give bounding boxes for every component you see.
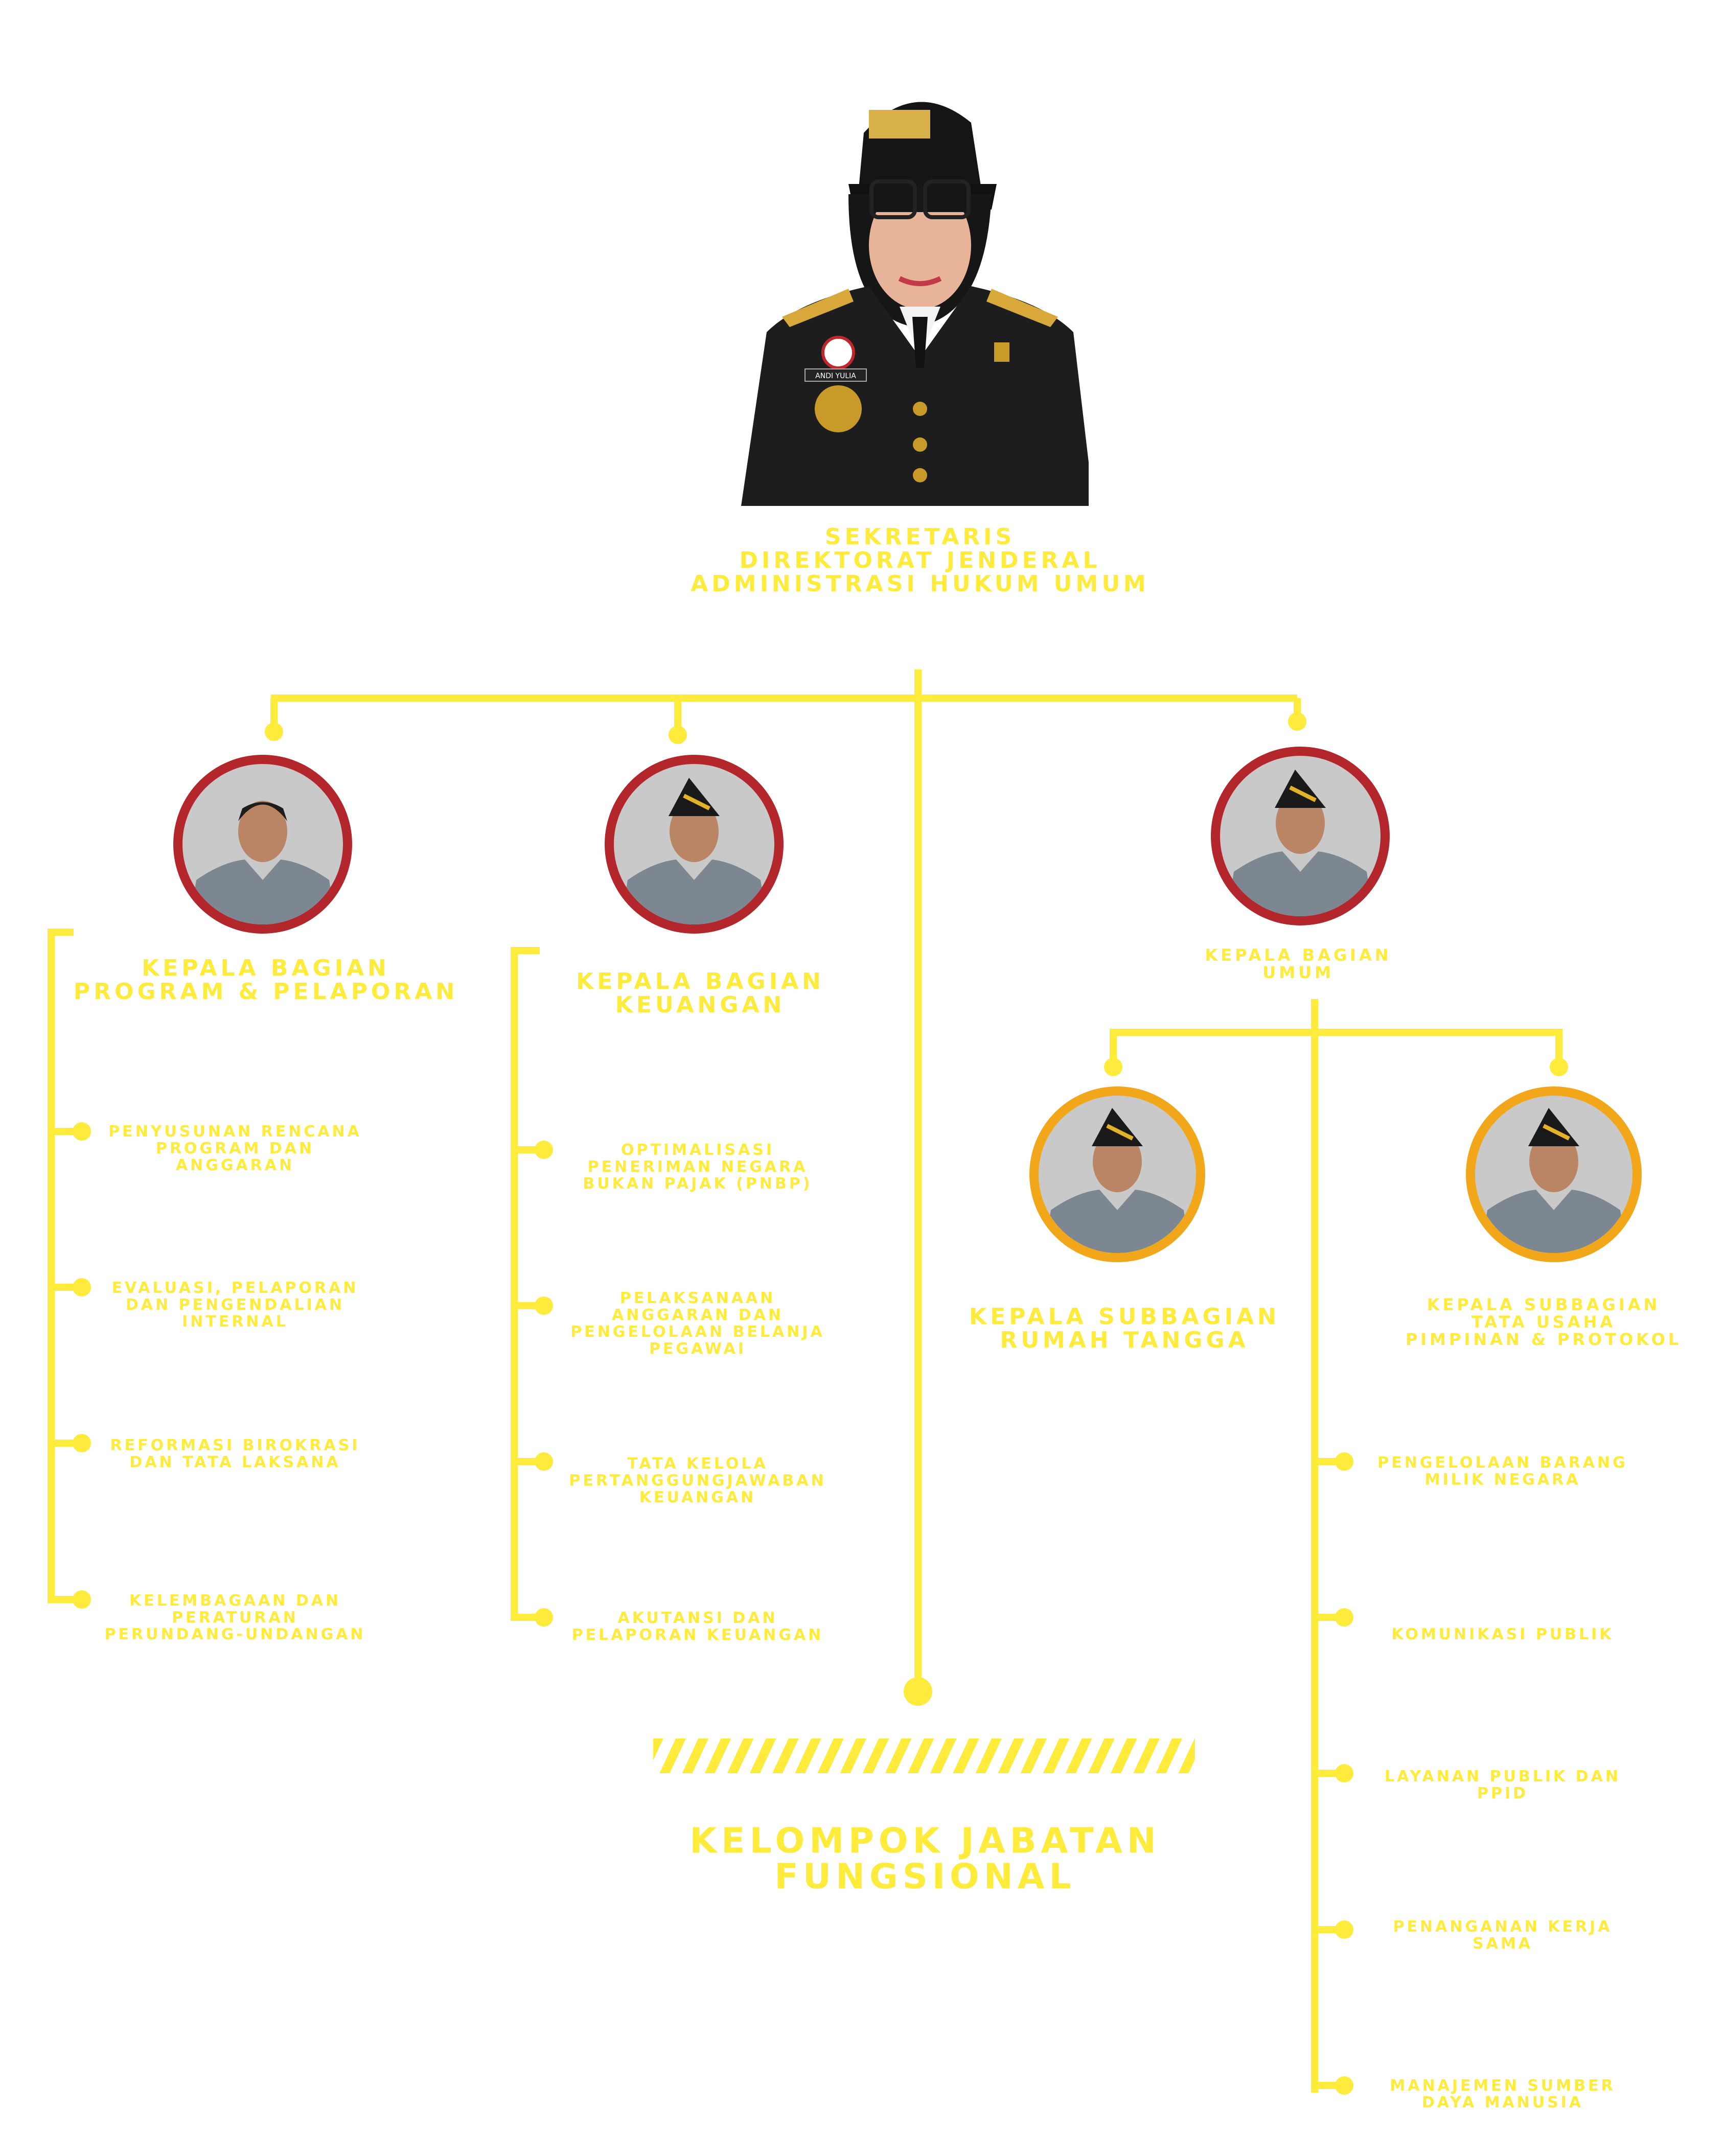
program-head-portrait: [173, 755, 352, 934]
title-line: KEPALA SUBBAGIAN: [1427, 1295, 1661, 1314]
item-line: TATA KELOLA: [627, 1455, 768, 1473]
item-line: PERUNDANG-UNDANGAN: [104, 1626, 366, 1643]
item-line: PENGELOLAAN BELANJA: [570, 1323, 825, 1341]
program-title: KEPALA BAGIAN PROGRAM & PELAPORAN: [72, 957, 460, 1004]
title-line: KEPALA BAGIAN: [1205, 945, 1392, 965]
item-line: SAMA: [1473, 1935, 1533, 1953]
title-line: KEPALA BAGIAN: [142, 955, 390, 981]
keuangan-item: AKUTANSI DAN PELAPORAN KEUANGAN: [555, 1610, 841, 1643]
item-line: INTERNAL: [182, 1313, 288, 1331]
tata-usaha-item: LAYANAN PUBLIK DAN PPID: [1360, 1768, 1646, 1802]
item-line: OPTIMALISASI: [620, 1141, 775, 1159]
item-line: KEUANGAN: [639, 1489, 756, 1506]
item-line: LAYANAN PUBLIK DAN: [1385, 1768, 1621, 1786]
program-item: PENYUSUNAN RENCANA PROGRAM DAN ANGGARAN: [92, 1123, 378, 1174]
item-line: KOMUNIKASI PUBLIK: [1391, 1626, 1614, 1643]
item-line: MANAJEMEN SUMBER: [1390, 2077, 1616, 2095]
umum-head-portrait: [1211, 747, 1390, 925]
title-line: SEKRETARIS: [824, 524, 1016, 550]
portrait-photo: [614, 764, 774, 924]
item-line: PENGELOLAAN BARANG: [1377, 1454, 1628, 1472]
title-line: UMUM: [1262, 963, 1334, 982]
item-line: ANGGARAN DAN: [612, 1306, 784, 1324]
keuangan-head-portrait: [605, 755, 784, 934]
title-line: KELOMPOK JABATAN: [689, 1821, 1161, 1861]
functional-stripe-bar: [653, 1738, 1195, 1773]
item-line: PERATURAN: [172, 1609, 298, 1627]
item-line: PERTANGGUNGJAWABAN: [569, 1472, 826, 1490]
title-line: ADMINISTRASI HUKUM UMUM: [691, 571, 1149, 597]
item-line: DAYA MANUSIA: [1421, 2094, 1584, 2112]
keuangan-item: PELAKSANAAN ANGGARAN DAN PENGELOLAAN BEL…: [555, 1290, 841, 1357]
item-line: AKUTANSI DAN: [617, 1609, 778, 1627]
item-line: REFORMASI BIROKRASI: [110, 1436, 360, 1454]
portrait-photo: [182, 764, 343, 924]
title-line: PROGRAM & PELAPORAN: [73, 979, 458, 1005]
item-line: PROGRAM DAN: [155, 1140, 315, 1157]
portrait-photo: [1475, 1096, 1632, 1253]
tata-usaha-item: PENGELOLAAN BARANG MILIK NEGARA: [1360, 1454, 1646, 1488]
item-line: DAN TATA LAKSANA: [129, 1453, 341, 1471]
portrait-photo: [1039, 1096, 1196, 1253]
item-line: PENERIMAN NEGARA: [587, 1158, 808, 1176]
tata-usaha-title: KEPALA SUBBAGIAN TATA USAHA PIMPINAN & P…: [1380, 1296, 1707, 1348]
tata-usaha-item: MANAJEMEN SUMBER DAYA MANUSIA: [1360, 2077, 1646, 2111]
functional-title: KELOMPOK JABATAN FUNGSIONAL: [613, 1823, 1237, 1895]
title-line: FUNGSIONAL: [774, 1857, 1076, 1897]
rumah-tangga-title: KEPALA SUBBAGIAN RUMAH TANGGA: [961, 1305, 1288, 1352]
item-line: PEGAWAI: [649, 1340, 747, 1358]
sekretaris-portrait: ANDI YULIA: [741, 102, 1089, 506]
umum-title: KEPALA BAGIAN UMUM: [1165, 946, 1431, 981]
program-item: REFORMASI BIROKRASI DAN TATA LAKSANA: [92, 1437, 378, 1471]
item-line: PELAPORAN KEUANGAN: [571, 1626, 824, 1644]
sekretaris-title: SEKRETARIS DIREKTORAT JENDERAL ADMINISTR…: [664, 525, 1176, 596]
item-line: MILIK NEGARA: [1424, 1471, 1581, 1489]
title-line: KEPALA BAGIAN: [576, 968, 824, 994]
item-line: PPID: [1477, 1784, 1529, 1802]
item-line: PENANGANAN KERJA: [1393, 1918, 1613, 1936]
title-line: RUMAH TANGGA: [1000, 1327, 1249, 1353]
item-line: PELAKSANAAN: [619, 1289, 776, 1307]
program-item: EVALUASI, PELAPORAN DAN PENGENDALIAN INT…: [92, 1280, 378, 1330]
keuangan-title: KEPALA BAGIAN KEUANGAN: [542, 970, 859, 1017]
title-line: KEPALA SUBBAGIAN: [969, 1304, 1280, 1330]
item-line: KELEMBAGAAN DAN: [129, 1592, 341, 1610]
keuangan-item: TATA KELOLA PERTANGGUNGJAWABAN KEUANGAN: [555, 1455, 841, 1506]
title-line: PIMPINAN & PROTOKOL: [1405, 1330, 1682, 1349]
tata-usaha-item: KOMUNIKASI PUBLIK: [1360, 1626, 1646, 1643]
title-line: KEUANGAN: [615, 992, 786, 1018]
name-tag: ANDI YULIA: [815, 372, 856, 380]
keuangan-item: OPTIMALISASI PENERIMAN NEGARA BUKAN PAJA…: [555, 1142, 841, 1192]
tata-usaha-item: PENANGANAN KERJA SAMA: [1360, 1918, 1646, 1952]
connector-dots: [73, 712, 1568, 2095]
tata-usaha-portrait: [1466, 1086, 1642, 1262]
item-line: DAN PENGENDALIAN: [125, 1296, 345, 1314]
item-line: ANGGARAN: [175, 1156, 295, 1174]
title-line: TATA USAHA: [1471, 1312, 1616, 1332]
title-line: DIREKTORAT JENDERAL: [739, 547, 1101, 573]
rumah-tangga-portrait: [1029, 1086, 1205, 1262]
program-item: KELEMBAGAAN DAN PERATURAN PERUNDANG-UNDA…: [92, 1592, 378, 1643]
portrait-photo: [1220, 756, 1381, 916]
item-line: BUKAN PAJAK (PNBP): [583, 1175, 813, 1193]
item-line: PENYUSUNAN RENCANA: [108, 1123, 362, 1141]
item-line: EVALUASI, PELAPORAN: [111, 1279, 359, 1297]
